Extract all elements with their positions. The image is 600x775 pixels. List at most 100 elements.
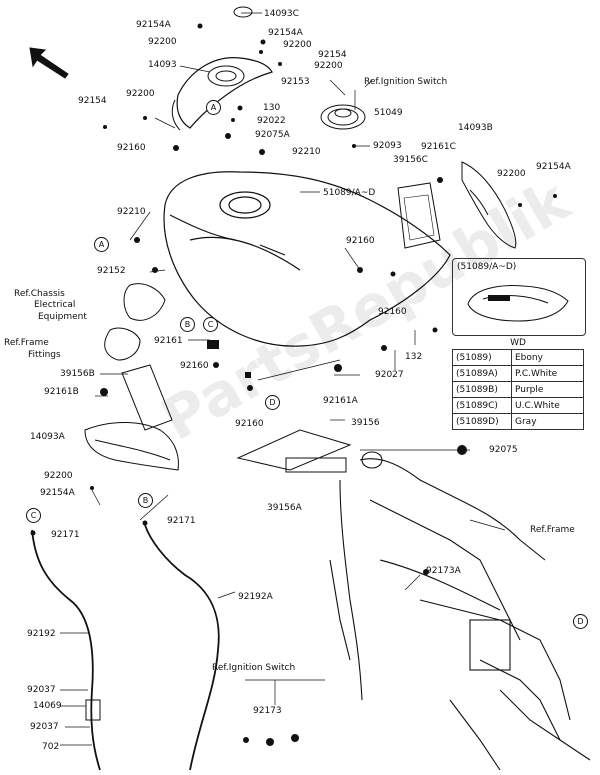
part-label: 92160 [235,419,264,429]
part-label: 92075 [489,445,518,455]
tank-cover-top [171,57,273,131]
part-label: 92037 [27,685,56,695]
marker-letter: C [203,317,218,332]
ref-frame-fittings-line1: Ref.Frame [4,338,49,348]
table-row: (51089C)U.C.White [452,397,584,414]
part-label: 92152 [97,266,126,276]
color-name: Purple [511,381,584,398]
tank-variant-inset: (51089/A~D) [452,258,586,336]
table-row: (51089)Ebony [452,349,584,366]
marker-b: B [138,493,153,508]
table-row: (51089B)Purple [452,381,584,398]
inset-title: (51089/A~D) [457,262,517,272]
part-label: 92161 [154,336,183,346]
part-label: 39156A [267,503,302,513]
color-code: (51089A) [452,365,512,382]
marker-a: A [94,237,109,252]
color-name: Gray [511,413,584,430]
part-label: 92075A [255,130,290,140]
part-label: 702 [42,742,60,752]
marker-c: C [26,508,41,523]
leader-lines [60,12,506,746]
part-label: 92154A [136,20,171,30]
color-table-grid: (51089)Ebony (51089A)P.C.White (51089B)P… [452,349,584,430]
part-label: 92160 [180,361,209,371]
part-label: 92171 [51,530,80,540]
part-label: 51089/A~D [323,188,376,198]
table-row: (51089D)Gray [452,413,584,430]
part-label: 92192 [27,629,56,639]
marker-letter: A [94,237,109,252]
part-label: 92200 [126,89,155,99]
color-code: (51089D) [452,413,512,430]
marker-a: A [206,100,221,115]
part-label: 92200 [314,61,343,71]
part-label: 92173A [426,566,461,576]
marker-letter: B [138,493,153,508]
part-label: 14093 [148,60,177,70]
color-code: (51089) [452,349,512,366]
bracket-chassis [123,283,166,321]
marker-letter: A [206,100,221,115]
pad-39156b [121,364,173,431]
part-label: 92171 [167,516,196,526]
part-label: 92154A [40,488,75,498]
marker-c: C [203,317,218,332]
part-label: 92154 [318,50,347,60]
ref-chassis-line2: Electrical [34,300,76,310]
part-label: 14093B [458,123,493,133]
part-label: 92200 [497,169,526,179]
side-cover-left [84,422,179,471]
part-label: 92093 [373,141,402,151]
marker-d: D [573,614,588,629]
fuel-cap [320,104,366,130]
part-label: 92210 [292,147,321,157]
part-label: 92192A [238,592,273,602]
ref-chassis-line1: Ref.Chassis [14,289,65,299]
part-label: 92161A [323,396,358,406]
part-label: 92161B [44,387,79,397]
part-label: 92022 [257,116,286,126]
fuel-filter-14069 [85,699,101,721]
part-label: 92154A [268,28,303,38]
part-label: 132 [405,352,423,362]
color-name: U.C.White [511,397,584,414]
part-label: 51049 [374,108,403,118]
hose-92192a [144,524,220,771]
ref-ignition-switch-bottom: Ref.Ignition Switch [212,663,296,673]
part-label: 14093A [30,432,65,442]
color-name: P.C.White [511,365,584,382]
part-label: 92200 [44,471,73,481]
part-label: 92154 [78,96,107,106]
frame [329,451,591,771]
part-label: 14069 [33,701,62,711]
part-label: 92210 [117,207,146,217]
part-label: 92037 [30,722,59,732]
color-table-title: WD [510,338,526,348]
ref-frame-fittings-line2: Fittings [28,350,61,360]
ref-frame: Ref.Frame [530,525,575,535]
color-code: (51089B) [452,381,512,398]
part-label: 92160 [117,143,146,153]
marker-letter: C [26,508,41,523]
fuel-tank [163,171,451,347]
part-label: 130 [263,103,281,113]
part-label: 92153 [281,77,310,87]
cap-14093c [233,6,253,18]
inset-tank-drawing [467,285,569,322]
part-label: 92200 [283,40,312,50]
part-label: 92154A [536,162,571,172]
color-name: Ebony [511,349,584,366]
part-label: 92027 [375,370,404,380]
hose-92192 [31,529,101,771]
part-label: 39156C [393,155,428,165]
part-label: 92173 [253,706,282,716]
bracket-frame-fittings [104,327,141,361]
marker-letter: D [573,614,588,629]
clip-92161 [207,340,219,349]
marker-letter: B [180,317,195,332]
hardware-marks [30,23,557,746]
part-label: 92161C [421,142,456,152]
